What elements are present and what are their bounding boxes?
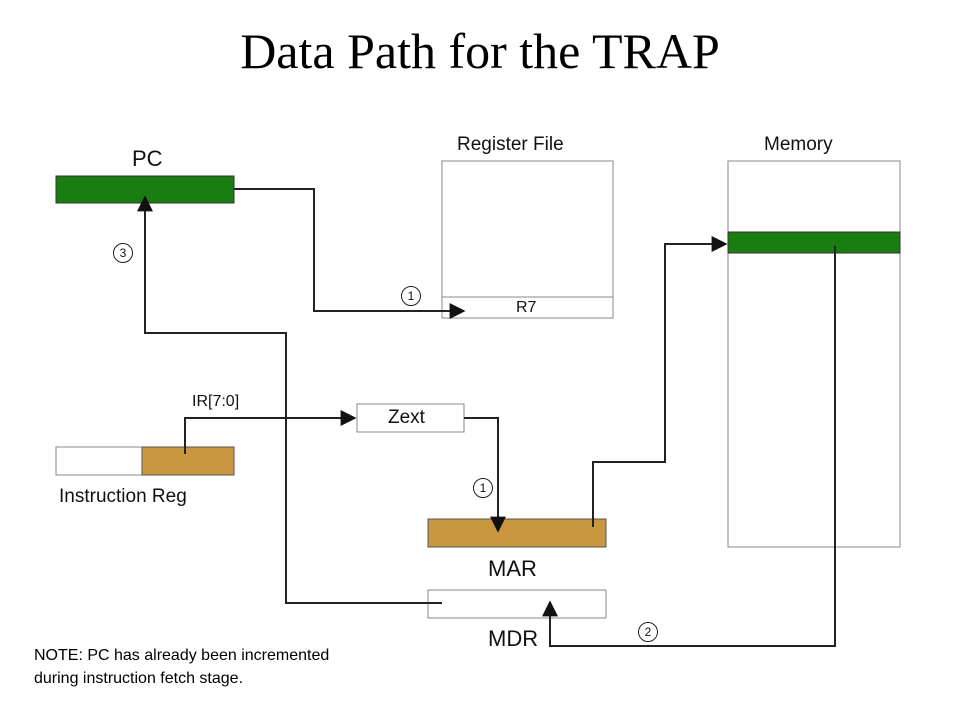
mar-label: MAR: [488, 556, 537, 581]
ir-bits-label: IR[7:0]: [192, 393, 240, 410]
register-file-label: Register File: [457, 134, 564, 155]
instruction-reg-high: [55, 446, 143, 476]
zext-label: Zext: [388, 407, 425, 428]
step-marker-zext-to-mar: 1: [473, 478, 493, 498]
r7-label: R7: [516, 299, 537, 316]
mdr-register: [427, 589, 607, 619]
instruction-reg-label: Instruction Reg: [59, 486, 187, 507]
wire-zext-to-mar: [464, 417, 506, 533]
wire-mar-to-memory: [592, 236, 728, 527]
instruction-reg-low-bits: [141, 446, 235, 476]
mdr-label: MDR: [488, 626, 539, 651]
wire-memory-to-mdr: [542, 246, 836, 647]
footnote-line-1: NOTE: PC has already been incremented: [34, 647, 330, 664]
memory-box: [727, 160, 901, 548]
footnote: NOTE: PC has already been incremented du…: [34, 644, 454, 690]
slide-title: Data Path for the TRAP: [240, 23, 720, 79]
footnote-line-2: during instruction fetch stage.: [34, 670, 244, 687]
step-marker-pc-to-r7: 1: [401, 286, 421, 306]
register-file-box: [441, 160, 614, 319]
pc-label: PC: [132, 146, 163, 171]
wire-pc-to-r7: [234, 188, 466, 319]
mar-register: [427, 518, 607, 548]
step-marker-mdr-to-pc: 3: [113, 243, 133, 263]
step-marker-mem-to-mdr: 2: [638, 622, 658, 642]
memory-selected-location: [727, 231, 901, 254]
memory-label: Memory: [764, 134, 833, 155]
zext-box: [356, 403, 465, 433]
wire-mdr-to-pc: [137, 195, 442, 604]
wire-ir-to-zext: [184, 410, 357, 454]
